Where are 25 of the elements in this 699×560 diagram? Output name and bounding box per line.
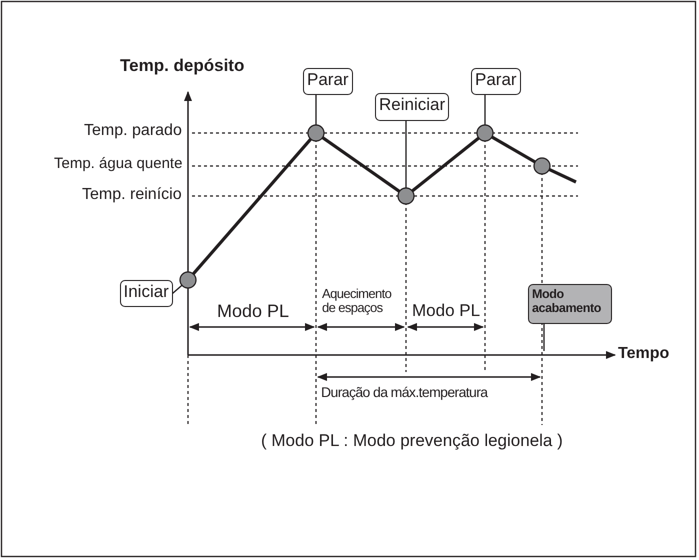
data-point [533, 157, 551, 175]
callout-box: Iniciar [120, 280, 173, 307]
interval-label: Modo PL [412, 302, 480, 320]
callout-box: Parar [471, 68, 521, 95]
temperature-line [548, 168, 577, 184]
axis-title: Temp. depósito [120, 57, 244, 75]
interval-label: Aquecimento de espaços [322, 287, 392, 314]
callout-box: Reiniciar [375, 93, 450, 121]
temperature-line [411, 136, 480, 192]
interval-label: Modo PL [217, 302, 290, 321]
callout-box: Modo acabamento [528, 284, 612, 324]
data-point [476, 124, 494, 142]
interval-label: Duração da máx.temperatura [321, 385, 488, 400]
axis-title: Tempo [618, 346, 670, 363]
temperature-line [491, 136, 536, 164]
data-point [397, 187, 415, 205]
temperature-line [322, 136, 400, 193]
data-point [179, 271, 197, 289]
temperature-line [192, 138, 312, 276]
footnote: ( Modo PL : Modo prevenção legionela ) [261, 432, 563, 450]
axis-tick-label: Temp. reinício [82, 187, 182, 204]
axis-tick-label: Temp. água quente [54, 156, 182, 172]
data-point [307, 124, 325, 142]
callout-box: Parar [303, 68, 353, 95]
axis-tick-label: Temp. parado [84, 123, 182, 140]
